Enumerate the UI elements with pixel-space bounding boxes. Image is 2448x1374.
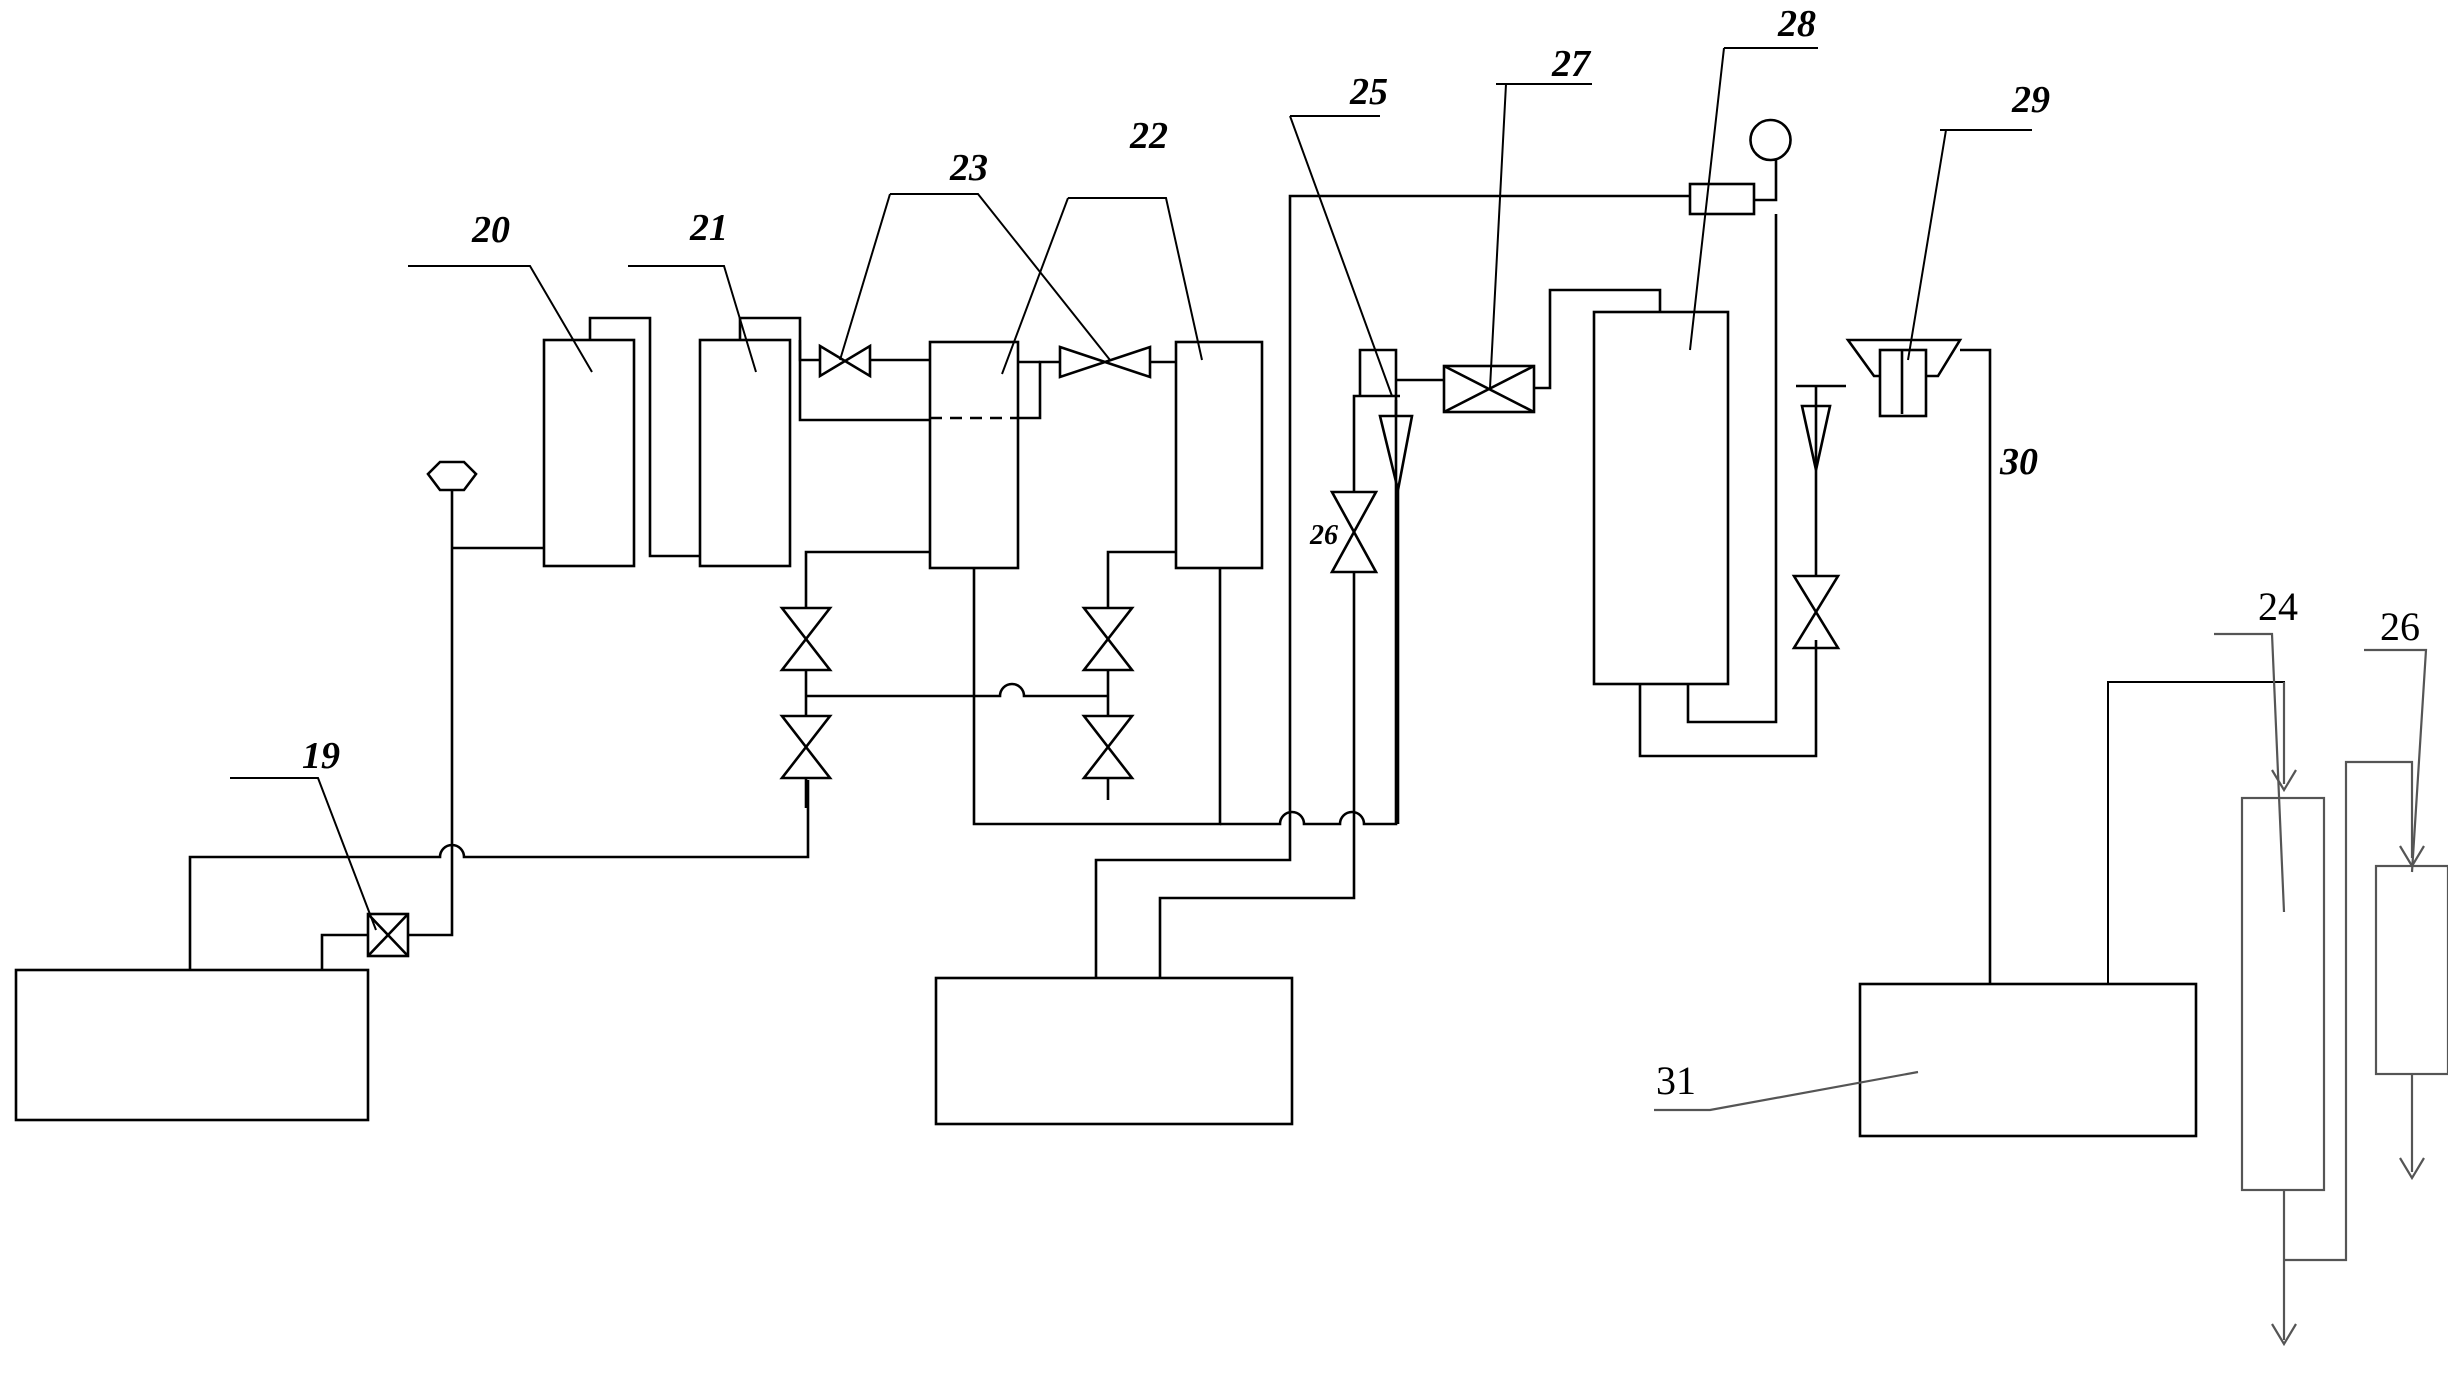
label-27: 27 bbox=[1551, 43, 1592, 85]
label-24: 24 bbox=[2258, 584, 2298, 629]
label-31: 31 bbox=[1656, 1058, 1696, 1103]
check-valve-19 bbox=[320, 548, 454, 970]
label-19: 19 bbox=[302, 735, 340, 777]
gate-valve-26 bbox=[1329, 394, 1400, 660]
column-26 bbox=[2374, 864, 2448, 1076]
tank-left bbox=[14, 968, 370, 1122]
tank-31 bbox=[1858, 982, 2198, 1138]
label-20: 20 bbox=[471, 209, 510, 251]
gate-valve-23b bbox=[1058, 345, 1176, 379]
rotameter-25 bbox=[1378, 400, 1414, 824]
valve-stack-right bbox=[1081, 606, 1135, 800]
cyclone-separator-29 bbox=[1845, 338, 1992, 984]
column-21 bbox=[698, 338, 792, 568]
label-28: 28 bbox=[1777, 3, 1816, 45]
column-24 bbox=[2240, 796, 2326, 1192]
label-21: 21 bbox=[689, 207, 728, 249]
check-valve-27 bbox=[1442, 288, 1662, 414]
column-22-right bbox=[1174, 340, 1264, 570]
rotameter-29 bbox=[1796, 384, 1846, 471]
gate-valve-23a bbox=[818, 343, 930, 379]
label-22: 22 bbox=[1129, 115, 1168, 157]
valve-stack-left bbox=[779, 606, 833, 808]
label-30: 30 bbox=[1999, 441, 2038, 483]
column-22-middle bbox=[928, 340, 1020, 570]
label-29: 29 bbox=[2011, 79, 2050, 121]
label-26-handwritten: 26 bbox=[1309, 520, 1338, 551]
pressure-gauge-left bbox=[426, 460, 478, 548]
label-23: 23 bbox=[949, 147, 988, 189]
column-20 bbox=[542, 338, 636, 568]
label-26-printed: 26 bbox=[2380, 604, 2420, 649]
connector-top bbox=[1686, 118, 1792, 724]
tank-middle bbox=[934, 976, 1294, 1126]
gate-valve-right-28 bbox=[1791, 470, 1841, 650]
pipe-tank-left-supply bbox=[188, 780, 810, 970]
column-28 bbox=[1592, 310, 1730, 686]
label-25: 25 bbox=[1349, 71, 1388, 113]
